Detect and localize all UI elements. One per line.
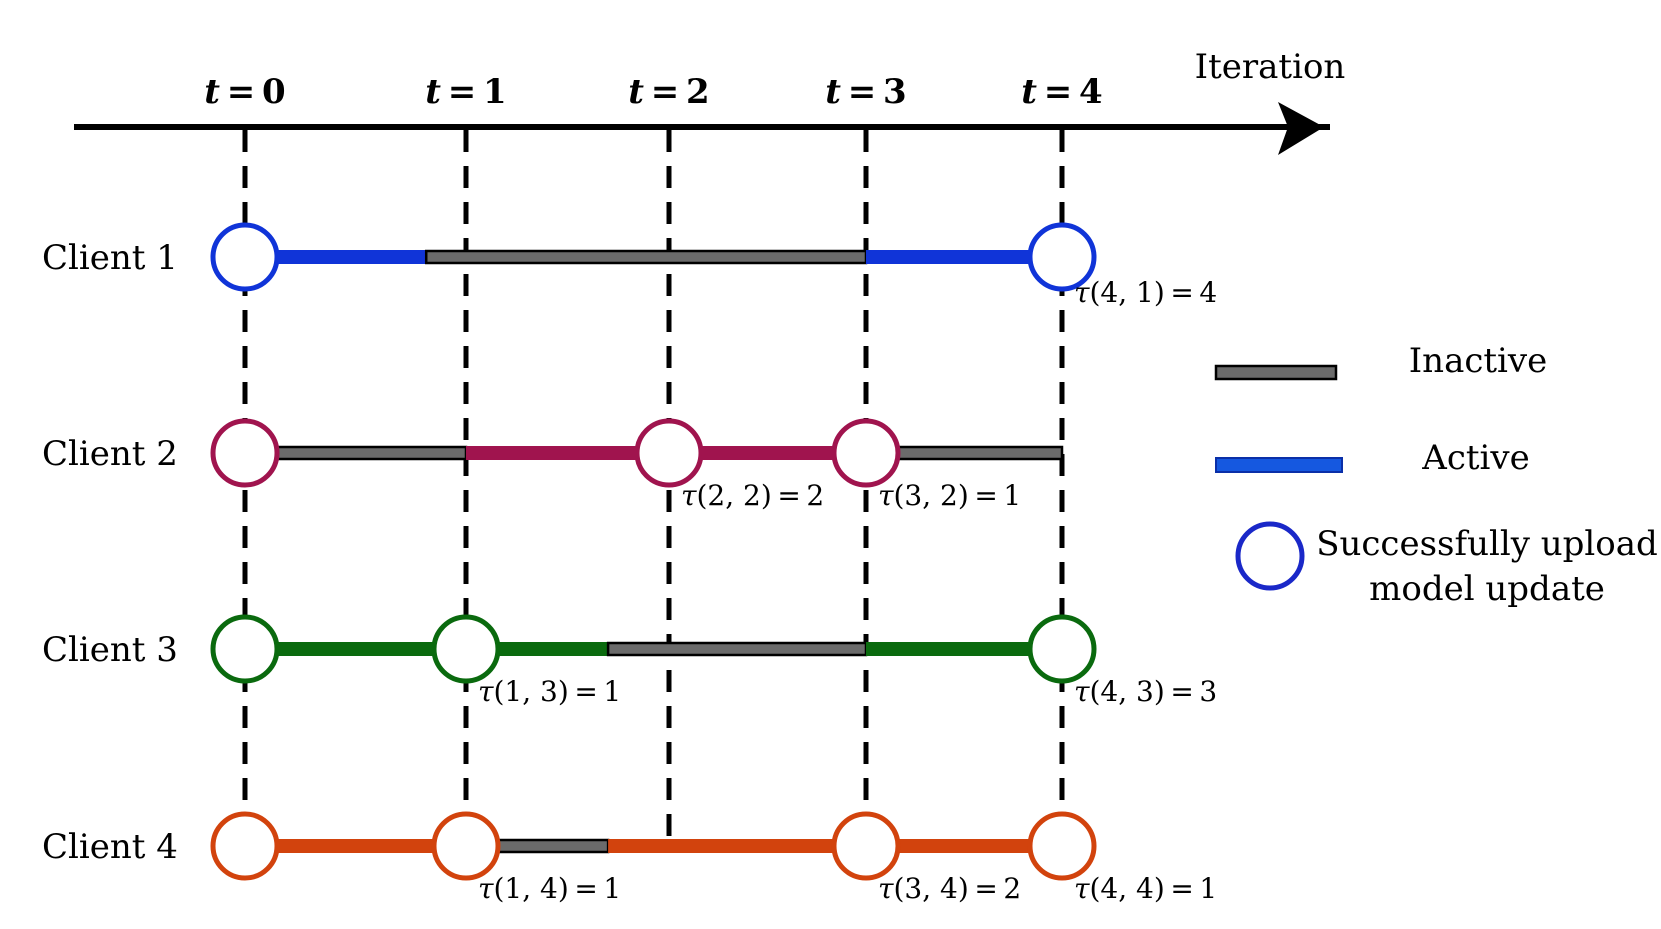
staleness-label: τ(4, 3) = 3 bbox=[1074, 675, 1217, 708]
upload-node-circle-icon bbox=[831, 418, 901, 488]
upload-node-circle-icon bbox=[210, 418, 280, 488]
active-segment bbox=[245, 839, 466, 853]
staleness-label: τ(4, 4) = 1 bbox=[1074, 872, 1217, 905]
iteration-axis: Iteration bbox=[74, 47, 1345, 155]
client-label: Client 4 bbox=[42, 827, 178, 867]
legend-upload-circle-icon bbox=[1235, 521, 1305, 591]
client-label: Client 3 bbox=[42, 630, 178, 670]
axis-arrowhead bbox=[1278, 102, 1324, 155]
client-row-2: Client 2 τ(2, 2) = 2 τ(3, 2) = 1 bbox=[42, 418, 1064, 512]
tick-label-t1: t = 1 bbox=[425, 72, 506, 112]
inactive-segment bbox=[606, 641, 868, 657]
upload-node-circle-icon bbox=[634, 418, 704, 488]
active-segment bbox=[866, 250, 1062, 264]
client-row-3: Client 3 τ(1, 3) = 1 τ(4, 3) = 3 bbox=[42, 614, 1217, 708]
staleness-label: τ(2, 2) = 2 bbox=[681, 479, 824, 512]
upload-node-circle-icon bbox=[431, 811, 501, 881]
axis-label: Iteration bbox=[1195, 47, 1346, 87]
client-label: Client 1 bbox=[42, 238, 178, 278]
tick-label-t0: t = 0 bbox=[204, 72, 285, 112]
legend-upload-label-line1: Successfully upload bbox=[1316, 524, 1658, 564]
staleness-label: τ(1, 3) = 1 bbox=[478, 675, 621, 708]
tick-label-t2: t = 2 bbox=[628, 72, 709, 112]
legend-inactive-swatch bbox=[1214, 364, 1338, 381]
upload-node-circle-icon bbox=[210, 614, 280, 684]
upload-node-circle-icon bbox=[210, 222, 280, 292]
staleness-label: τ(4, 1) = 4 bbox=[1074, 276, 1217, 309]
legend-inactive-label: Inactive bbox=[1409, 341, 1548, 381]
upload-node-circle-icon bbox=[1027, 811, 1097, 881]
upload-node-circle-icon bbox=[210, 811, 280, 881]
client-row-1: Client 1 τ(4, 1) = 4 bbox=[42, 222, 1217, 309]
tick-label-t3: t = 3 bbox=[825, 72, 906, 112]
inactive-segment bbox=[424, 249, 868, 265]
legend-upload-label-line2: model update bbox=[1369, 569, 1605, 609]
upload-node-circle-icon bbox=[1027, 614, 1097, 684]
client-row-4: Client 4 τ(1, 4) = 1 τ(3, 4) = 2 τ(4, 4) = … bbox=[42, 811, 1217, 905]
upload-node-circle-icon bbox=[831, 811, 901, 881]
legend: Inactive Active Successfully upload mode… bbox=[1214, 341, 1658, 609]
active-segment bbox=[245, 642, 609, 656]
tick-label-t4: t = 4 bbox=[1021, 72, 1102, 112]
client-label: Client 2 bbox=[42, 434, 178, 474]
tick-labels: t = 0 t = 1 t = 2 t = 3 t = 4 bbox=[204, 72, 1102, 112]
upload-node-circle-icon bbox=[431, 614, 501, 684]
staleness-label: τ(3, 2) = 1 bbox=[878, 479, 1021, 512]
client-rows: Client 1 τ(4, 1) = 4 Client 2 τ(2, 2) = 2 τ(… bbox=[42, 222, 1217, 905]
staleness-label: τ(1, 4) = 1 bbox=[478, 872, 621, 905]
active-segment bbox=[866, 642, 1062, 656]
upload-node-circle-icon bbox=[1027, 222, 1097, 292]
staleness-label: τ(3, 4) = 2 bbox=[878, 872, 1021, 905]
legend-active-label: Active bbox=[1421, 438, 1529, 478]
legend-active-swatch bbox=[1215, 457, 1343, 473]
active-segment bbox=[245, 250, 427, 264]
